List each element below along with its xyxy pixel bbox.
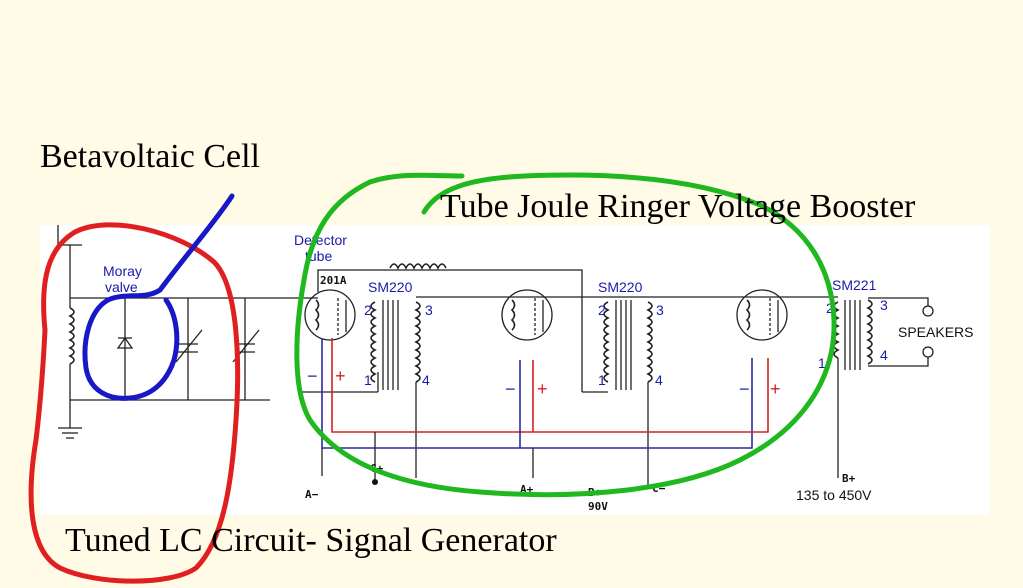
tube1-plus: + xyxy=(335,366,346,386)
term-b-plus-2: B+ xyxy=(842,472,856,485)
detector-label: Detector xyxy=(294,232,347,248)
tube1-minus: − xyxy=(307,366,318,386)
transformer-2-label: SM220 xyxy=(598,279,643,295)
speakers-label: SPEAKERS xyxy=(898,324,973,340)
transformer-3-label: SM221 xyxy=(832,277,877,293)
tuning-coil xyxy=(68,298,75,400)
red-marker-outline xyxy=(28,222,241,584)
schematic-panel xyxy=(40,225,990,515)
valve-label: valve xyxy=(105,279,138,295)
t1-pin-1: 1 xyxy=(364,372,372,388)
ground-symbol xyxy=(58,400,82,439)
t2-pin-1: 1 xyxy=(598,372,606,388)
t1-pin-3: 3 xyxy=(425,302,433,318)
tube-type-label: 201A xyxy=(320,274,347,287)
transformer-sm220-1 xyxy=(370,300,421,390)
term-a-minus: A− xyxy=(305,488,319,501)
term-b-voltage: 90V xyxy=(588,500,608,513)
t1-pin-4: 4 xyxy=(422,372,430,388)
betavoltaic-cell-annotation: Betavoltaic Cell xyxy=(40,138,260,175)
amplifier-tube-1 xyxy=(501,289,553,341)
transformer-sm221 xyxy=(833,299,873,370)
t1-pin-2: 2 xyxy=(364,302,372,318)
t3-pin-1: 1 xyxy=(818,355,826,371)
moray-label: Moray xyxy=(103,263,142,279)
tube2-plus: + xyxy=(537,379,548,399)
t2-pin-3: 3 xyxy=(656,302,664,318)
b-voltage-range: 135 to 450V xyxy=(796,487,872,503)
t2-pin-4: 4 xyxy=(655,372,663,388)
t3-pin-4: 4 xyxy=(880,347,888,363)
tickler-coil xyxy=(389,263,447,270)
transformer-1-label: SM220 xyxy=(368,279,413,295)
transformer-sm220-2 xyxy=(603,300,653,390)
tube3-minus: − xyxy=(739,379,750,399)
detector-tube xyxy=(304,289,356,341)
tube2-minus: − xyxy=(505,379,516,399)
junction-dot xyxy=(372,479,378,485)
t2-pin-2: 2 xyxy=(598,302,606,318)
moray-valve xyxy=(116,298,134,400)
speaker-terminals xyxy=(868,297,934,367)
amplifier-tube-2 xyxy=(736,289,788,341)
t3-pin-3: 3 xyxy=(880,297,888,313)
variable-capacitor-1 xyxy=(175,298,203,400)
blue-marker-outline xyxy=(82,193,235,401)
tube3-plus: + xyxy=(770,379,781,399)
tube-joule-ringer-annotation: Tube Joule Ringer Voltage Booster xyxy=(440,188,916,225)
tuned-lc-circuit-annotation: Tuned LC Circuit- Signal Generator xyxy=(65,522,557,559)
t3-pin-2: 2 xyxy=(826,300,834,316)
green-marker-outline xyxy=(294,172,837,498)
